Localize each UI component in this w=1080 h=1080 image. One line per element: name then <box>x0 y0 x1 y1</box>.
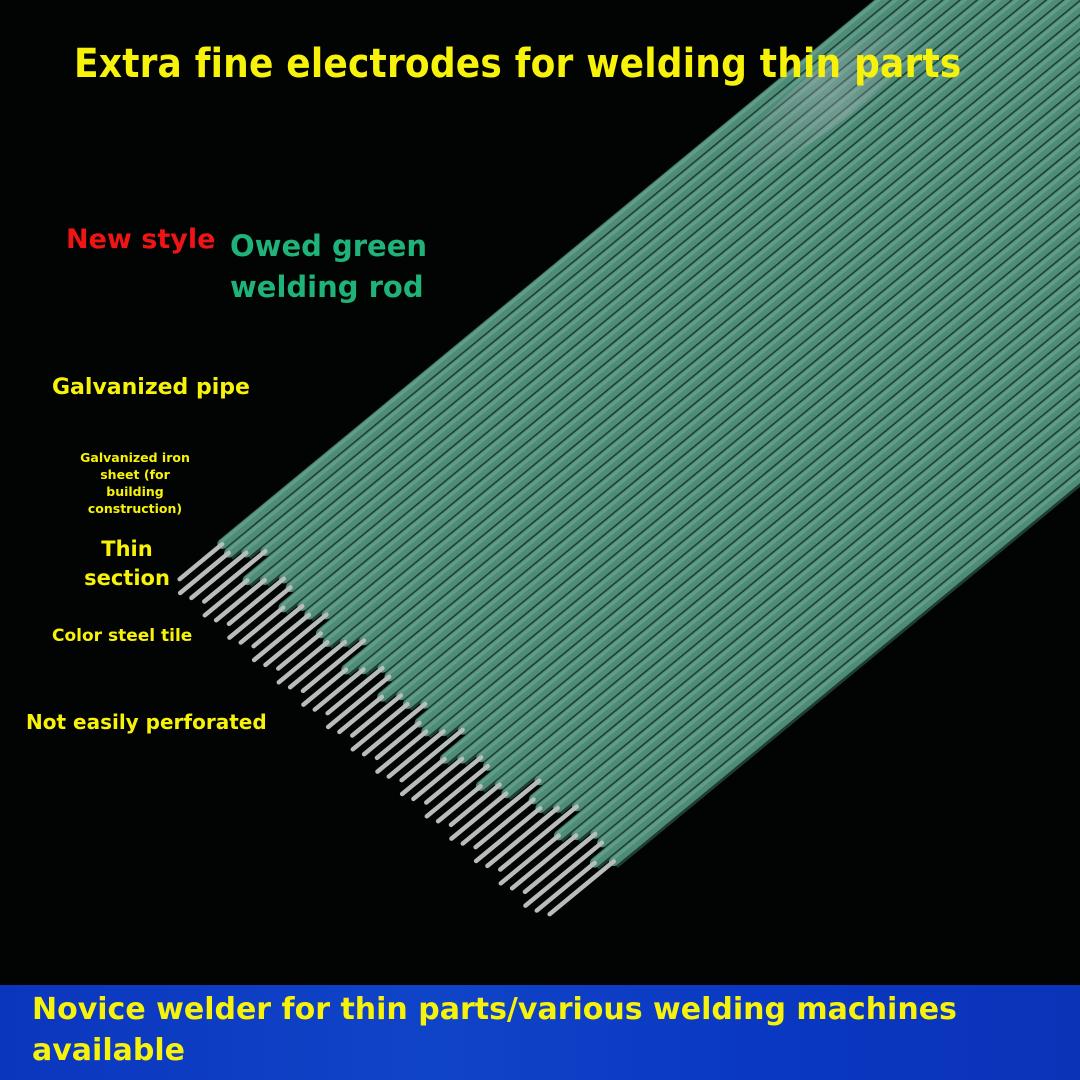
banner-text: Novice welder for thin parts/various wel… <box>32 992 957 1068</box>
headline-title: Extra fine electrodes for welding thin p… <box>74 41 962 87</box>
feature-galvanized-iron-sheet: Galvanized iron sheet (for building cons… <box>80 450 190 516</box>
feature-galvanized-pipe: Galvanized pipe <box>52 375 250 400</box>
product-name: Owed green welding rod <box>230 229 428 304</box>
feature-color-steel-tile: Color steel tile <box>52 626 193 646</box>
new-style-badge: New style <box>66 224 216 255</box>
feature-not-easily-perforated: Not easily perforated <box>26 710 267 734</box>
feature-thin-section: Thin section <box>84 537 170 590</box>
bottom-banner: Novice welder for thin parts/various wel… <box>0 985 1080 1080</box>
